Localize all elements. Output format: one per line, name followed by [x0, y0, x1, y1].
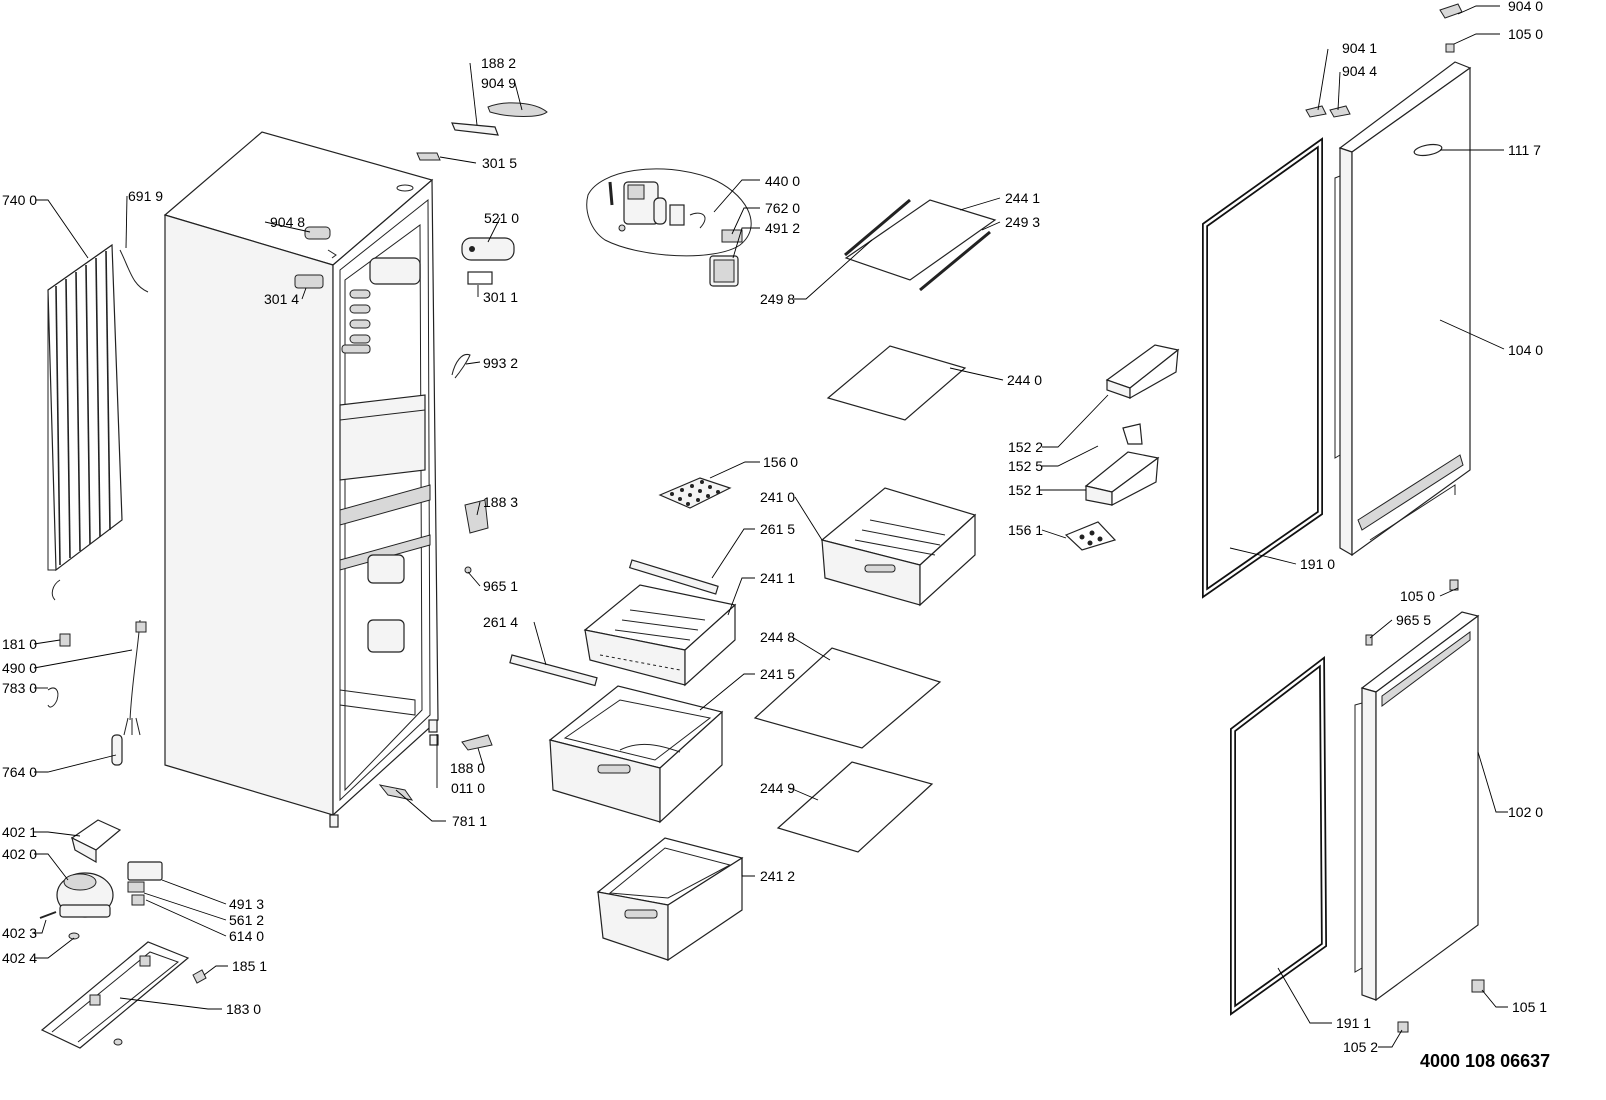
ice-tray: [658, 477, 732, 509]
callout-1050b: 105 0: [1400, 588, 1435, 604]
callout-7640: 764 0: [2, 764, 37, 780]
glass-shelf: [826, 345, 967, 421]
callout-2493: 249 3: [1005, 214, 1040, 230]
callout-1561: 156 1: [1008, 522, 1043, 538]
callout-4900: 490 0: [2, 660, 37, 676]
callout-1522: 152 2: [1008, 439, 1043, 455]
callout-7400: 740 0: [2, 192, 37, 208]
callout-9040: 904 0: [1508, 0, 1543, 14]
callout-1810: 181 0: [2, 636, 37, 652]
callout-1830: 183 0: [226, 1001, 261, 1017]
callout-9651: 965 1: [483, 578, 518, 594]
door-gasket: [1230, 655, 1328, 1016]
callout-1521: 152 1: [1008, 482, 1043, 498]
callout-2615: 261 5: [760, 521, 795, 537]
callout-1883: 188 3: [483, 494, 518, 510]
compressor-assembly: [39, 819, 163, 940]
callout-9932: 993 2: [483, 355, 518, 371]
callout-2448: 244 8: [760, 629, 795, 645]
condenser-coil: [47, 243, 149, 601]
callout-0110: 011 0: [451, 780, 485, 796]
door-bins: [1064, 344, 1180, 551]
door-gasket: [1202, 137, 1323, 599]
freezer-drawer: [596, 837, 744, 962]
callout-1911: 191 1: [1336, 1015, 1371, 1031]
callout-6140: 614 0: [229, 928, 264, 944]
electrical-parts: [47, 619, 147, 766]
leader-lines: [33, 5, 1508, 1048]
callout-9655: 965 5: [1396, 612, 1431, 628]
callout-4023: 402 3: [2, 925, 37, 941]
callout-1050: 105 0: [1508, 26, 1543, 42]
base-frame: [40, 941, 207, 1049]
callout-2415: 241 5: [760, 666, 795, 682]
callout-1560: 156 0: [763, 454, 798, 470]
callout-1040: 104 0: [1508, 342, 1543, 358]
callout-1851: 185 1: [232, 958, 267, 974]
callout-4021: 402 1: [2, 824, 37, 840]
callout-9041: 904 1: [1342, 40, 1377, 56]
callout-2412: 241 2: [760, 868, 795, 884]
callout-1020: 102 0: [1508, 804, 1543, 820]
callout-5612: 561 2: [229, 912, 264, 928]
drawer-front-strip: [628, 559, 719, 595]
fridge-door: [1305, 3, 1472, 557]
callout-7830: 783 0: [2, 680, 37, 696]
misc-parts: [378, 499, 493, 801]
glass-shelf: [753, 647, 942, 749]
callout-1910: 191 0: [1300, 556, 1335, 572]
refrigerator-cabinet: [163, 131, 439, 828]
callout-2449: 244 9: [760, 780, 795, 796]
callout-3011: 301 1: [483, 289, 518, 305]
small-parts-top: [294, 102, 548, 379]
document-number: 4000 108 06637: [1420, 1051, 1550, 1071]
drawer-front-strip: [509, 654, 598, 687]
freezer-door: [1354, 579, 1485, 1033]
glass-shelf: [776, 761, 934, 853]
callout-4020: 402 0: [2, 846, 37, 862]
callout-4024: 402 4: [2, 950, 37, 966]
callout-1880: 188 0: [450, 760, 485, 776]
callout-1882: 188 2: [481, 55, 516, 71]
callout-7620: 762 0: [765, 200, 800, 216]
callout-2441: 244 1: [1005, 190, 1040, 206]
callout-labels: 904 0 105 0 904 1 904 4 111 7 104 0 188 …: [2, 0, 1550, 1071]
callout-4913: 491 3: [229, 896, 264, 912]
callout-2614: 261 4: [483, 614, 518, 630]
glass-shelf-top: [844, 198, 997, 292]
callout-9044: 904 4: [1342, 63, 1377, 79]
thermostat-assembly: [586, 168, 752, 287]
callout-9049: 904 9: [481, 75, 516, 91]
callout-1525: 152 5: [1008, 458, 1043, 474]
freezer-drawer: [820, 487, 977, 607]
callout-5210: 521 0: [484, 210, 519, 226]
callout-3014: 301 4: [264, 291, 299, 307]
callout-9048: 904 8: [270, 214, 305, 230]
callout-2411: 241 1: [760, 570, 795, 586]
callout-7811: 781 1: [452, 813, 487, 829]
freezer-drawer: [583, 584, 737, 687]
callout-1051: 105 1: [1512, 999, 1547, 1015]
callout-1117: 111 7: [1508, 142, 1541, 158]
freezer-drawer: [548, 685, 724, 824]
callout-2440: 244 0: [1007, 372, 1042, 388]
callout-3015: 301 5: [482, 155, 517, 171]
callout-4400: 440 0: [765, 173, 800, 189]
callout-1052: 105 2: [1343, 1039, 1378, 1055]
callout-2498: 249 8: [760, 291, 795, 307]
callout-6919: 691 9: [128, 188, 163, 204]
callout-2410: 241 0: [760, 489, 795, 505]
callout-4912: 491 2: [765, 220, 800, 236]
